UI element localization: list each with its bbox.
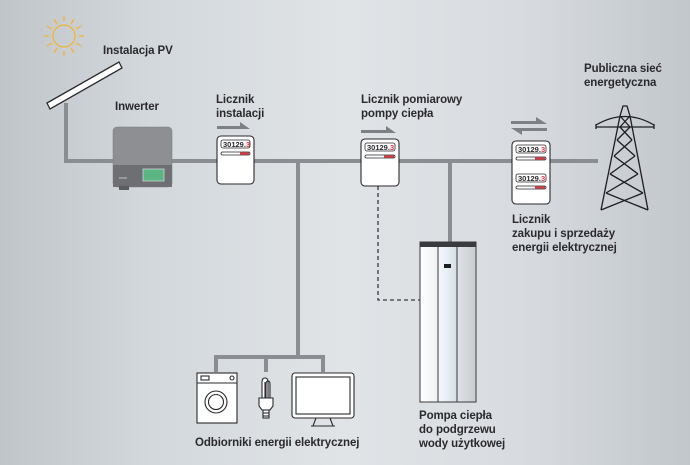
light-bulb-icon (258, 377, 274, 419)
solar-panel-icon (46, 61, 123, 110)
bidirectional-meter-label: Licznik zakupu i sprzedaży energii elekt… (512, 214, 617, 254)
arrow-right-icon (361, 126, 396, 133)
meter-reading: 30129.3 (518, 174, 545, 183)
meter-reading: 30129.3 (223, 140, 250, 149)
pv-wire (64, 103, 112, 163)
meter-reading: 30129.3 (518, 145, 545, 154)
bidirectional-arrows-icon (511, 117, 547, 135)
control-signal-line (377, 186, 428, 301)
arrow-right-icon (217, 122, 250, 129)
public-grid-label: Publiczna sieć energetyczna (584, 63, 662, 89)
bidirectional-meter (511, 140, 551, 205)
heat-pump-label: Pompa ciepła do podgrzewu wody użytkowej (419, 410, 506, 450)
heat-pump-icon (419, 241, 477, 403)
transmission-tower-icon (595, 105, 655, 211)
sun-icon (44, 16, 84, 56)
installation-meter (216, 135, 255, 185)
washing-machine-icon (196, 372, 238, 424)
heat-pump-meter (360, 138, 400, 187)
monitor-icon (291, 372, 355, 427)
installation-meter-label: Licznik instalacji (216, 94, 265, 120)
heat-pump-meter-label: Licznik pomiarowy pompy ciepła (361, 94, 463, 120)
meter-reading: 30129.3 (367, 143, 394, 152)
inverter-icon (112, 126, 173, 190)
pv-installation-label: Instalacja PV (103, 45, 173, 57)
consumers-label: Odbiorniki energii elektrycznej (195, 437, 360, 449)
inverter-label: Inwerter (115, 101, 159, 113)
